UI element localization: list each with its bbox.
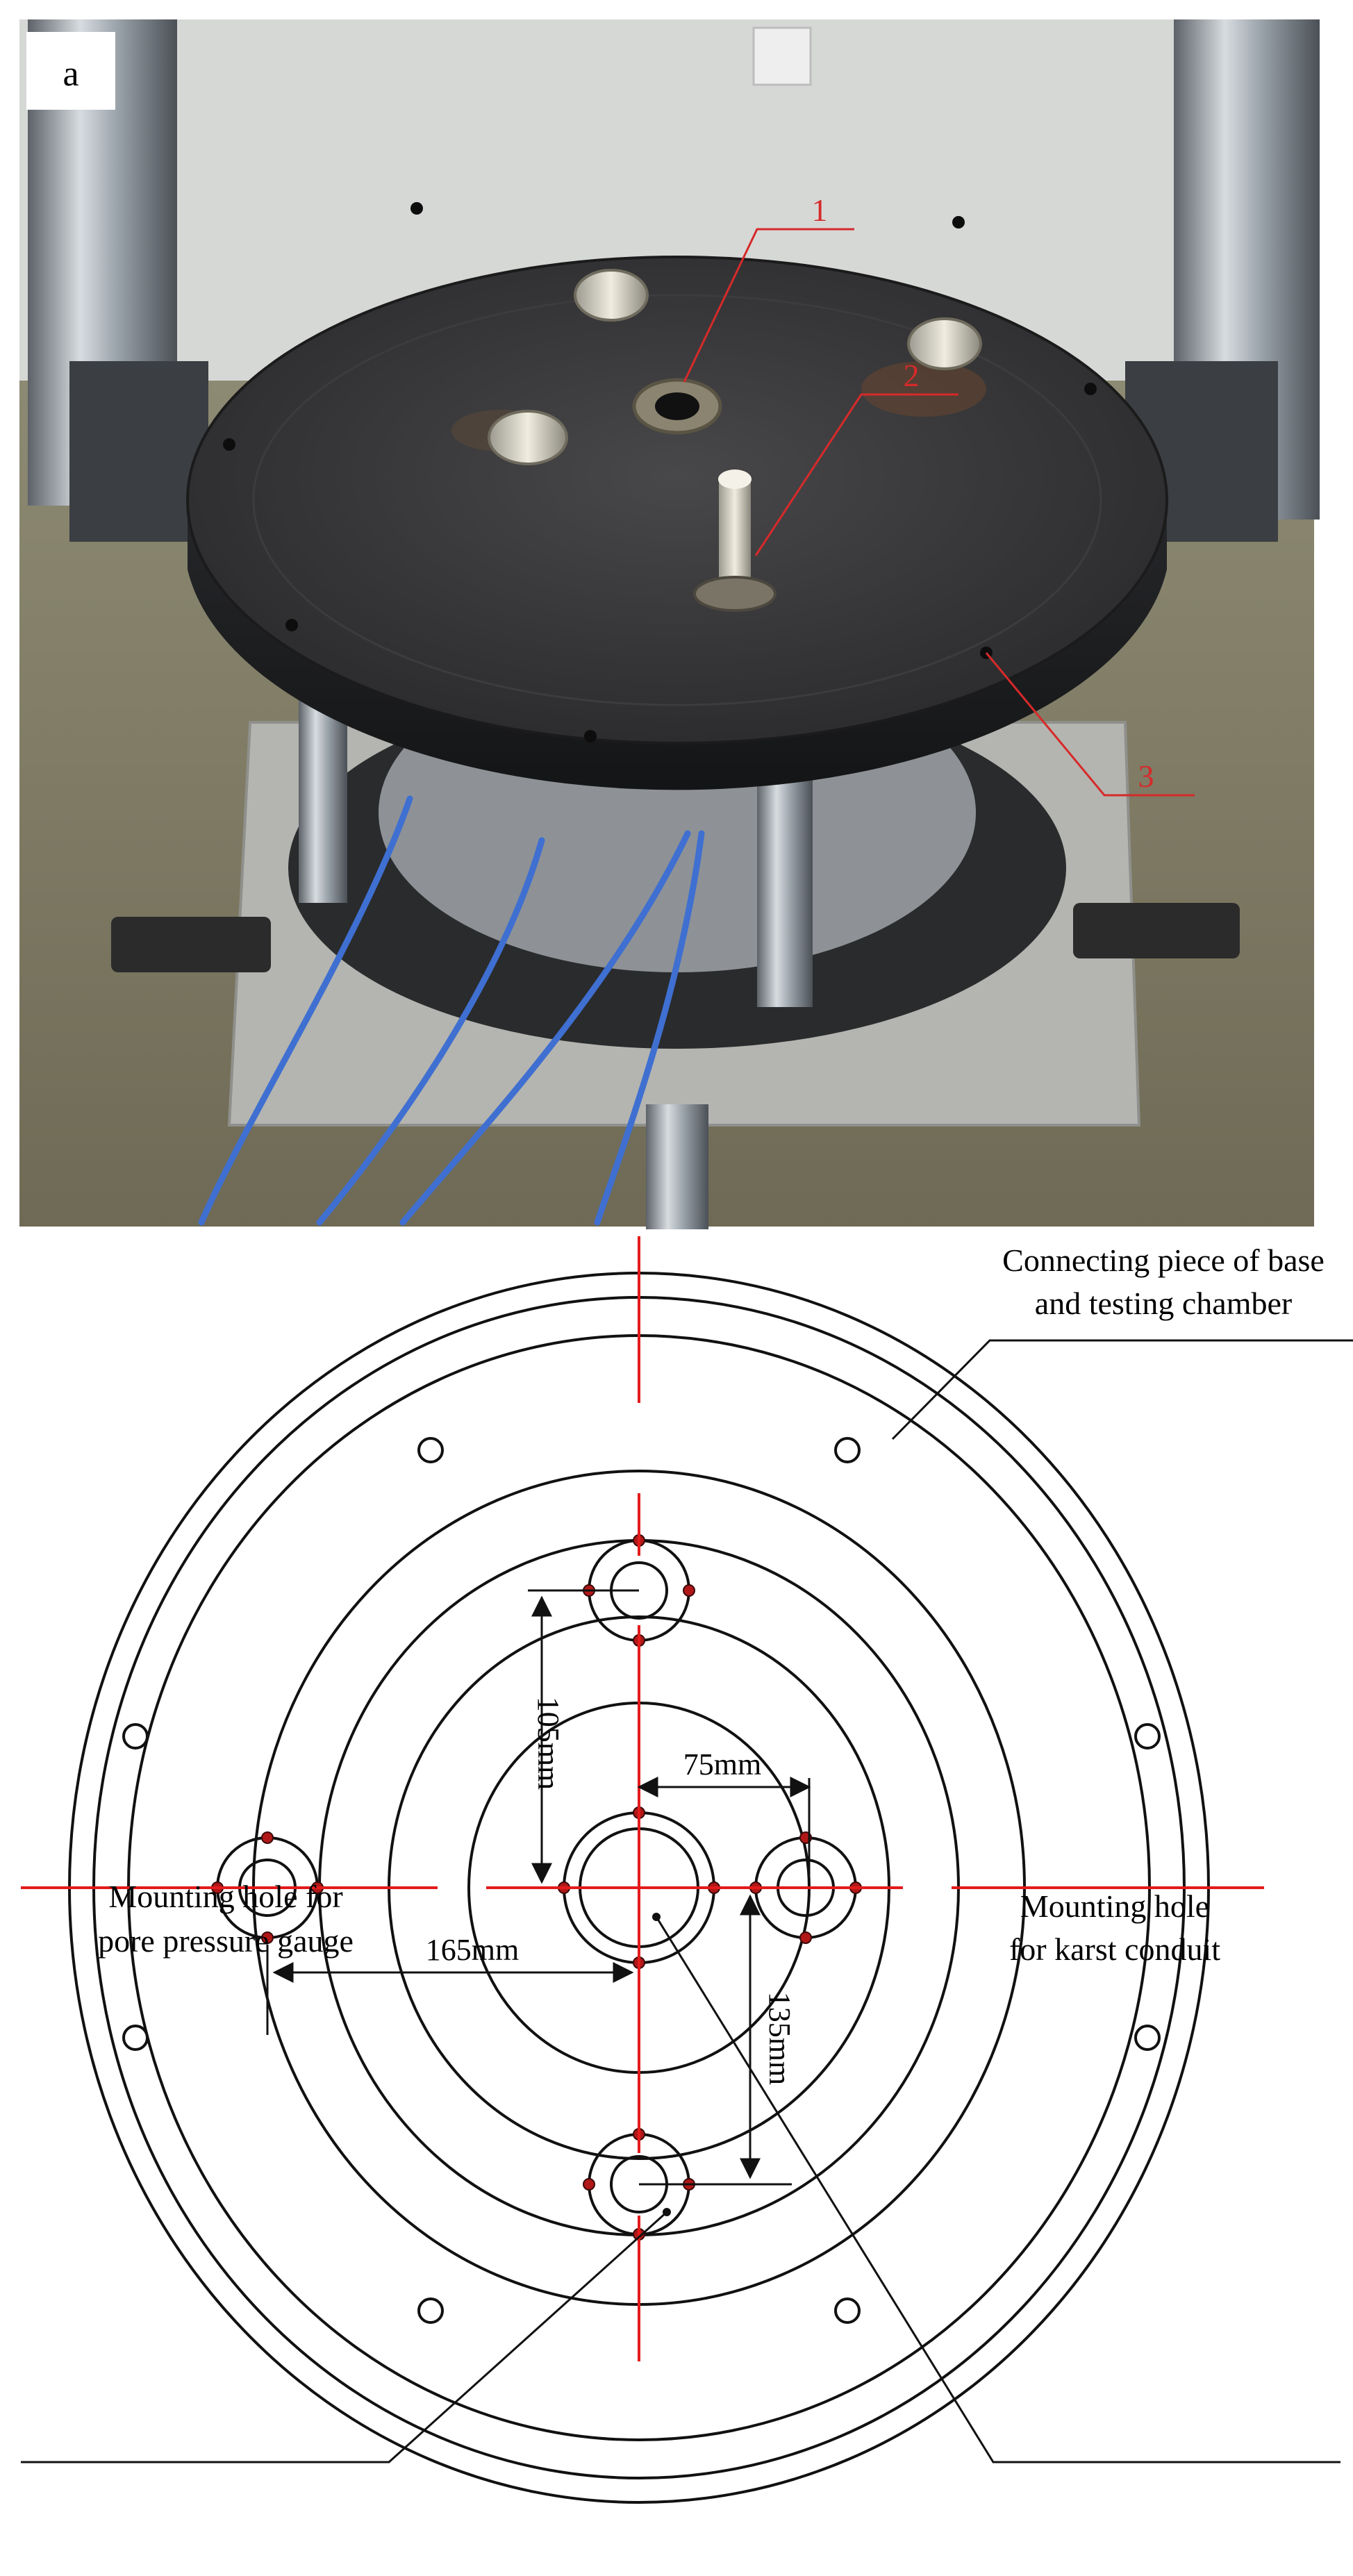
karst-conduit-label-2: for karst conduit: [1009, 1931, 1220, 1967]
dim-135-label: 135mm: [763, 1992, 797, 2085]
left-clamp: [111, 917, 271, 972]
callout-2: 2: [904, 358, 920, 393]
pore-gauge-bolt: [574, 269, 649, 322]
wall-socket: [752, 26, 812, 86]
rim-bolt-holes: [223, 202, 1097, 742]
center-hole-bore: [655, 392, 699, 420]
panel-a-label-box: [26, 32, 115, 110]
panel-a-photo: a 1 2 3: [0, 0, 1353, 1236]
callout-3: 3: [1138, 758, 1154, 794]
pore-gauge-label-1: Mounting hole for: [108, 1879, 342, 1914]
dim-105-label: 105mm: [531, 1697, 565, 1790]
plate-groove: [252, 294, 1102, 706]
pore-gauge-bolt: [488, 410, 568, 465]
photo-illustration: a 1 2 3: [19, 19, 1320, 1229]
karst-pin-top: [718, 470, 752, 489]
callout-1: 1: [812, 192, 828, 228]
top-plate: [186, 256, 1168, 745]
drawing-body: b: [21, 781, 1353, 2504]
dimension-lines: [266, 1589, 811, 2186]
connecting-piece-label-1: Connecting piece of base: [1002, 1243, 1325, 1278]
leader-lines: [21, 1339, 1353, 2463]
connecting-piece-label-2: and testing chamber: [1035, 1286, 1292, 1321]
rust-patch: [861, 361, 986, 417]
pore-gauge-label-2: pore pressure gauge: [98, 1923, 354, 1959]
right-clamp: [1073, 903, 1240, 958]
panel-a-label: a: [63, 54, 78, 94]
pore-gauge-bolt: [907, 317, 982, 370]
bottom-pipe: [646, 1104, 708, 1229]
rim-connecting-holes: [122, 1437, 1161, 2324]
karst-pin-collar: [693, 576, 777, 612]
cables: [198, 795, 705, 1226]
dim-165-label: 165mm: [426, 1933, 519, 1967]
panel-b-drawing: b: [0, 781, 1353, 2573]
karst-conduit-label-1: Mounting hole: [1020, 1888, 1209, 1924]
technical-drawing: b: [21, 781, 1353, 2504]
dim-75-label: 75mm: [683, 1747, 761, 1781]
centerlines: [21, 799, 1264, 2361]
left-column-foot: [69, 361, 208, 542]
callout-lines: [683, 228, 1195, 797]
